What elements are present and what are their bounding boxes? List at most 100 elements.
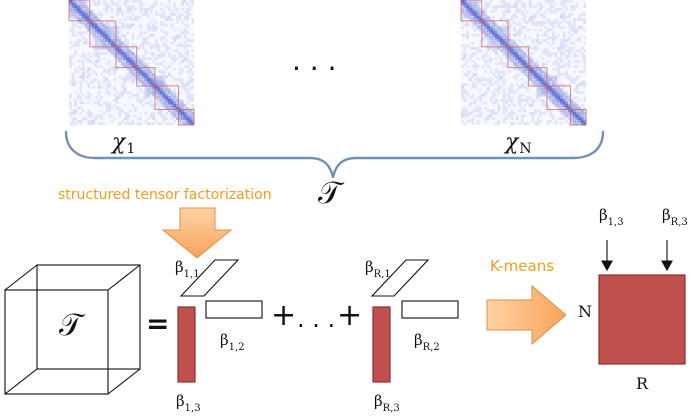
heatmap-cell (157, 98, 161, 102)
heatmap-cell (471, 75, 475, 79)
equals-sign: = (146, 307, 169, 340)
heatmap-cell (149, 122, 153, 126)
heatmap-cell (494, 98, 498, 102)
heatmap-cell (170, 75, 174, 79)
heatmap-cell (141, 13, 145, 16)
heatmap-cell (546, 109, 550, 113)
heatmap-cell (523, 26, 527, 29)
heatmap-cell (123, 75, 127, 79)
heatmap-cell (131, 62, 135, 66)
heatmap-cell (92, 62, 96, 66)
heatmap-cell (536, 80, 540, 84)
heatmap-cell (134, 0, 137, 3)
heatmap-cell (183, 111, 187, 115)
heatmap-cell (180, 114, 184, 118)
heatmap-cell (583, 49, 587, 53)
heatmap-cell (105, 85, 109, 89)
heatmap-cell (76, 44, 80, 48)
heatmap-cell (180, 85, 184, 89)
heatmap-cell (531, 15, 535, 19)
heatmap-cell (183, 36, 187, 40)
heatmap-cell (139, 67, 143, 71)
heatmap-cell (515, 44, 519, 48)
heatmap-cell (131, 67, 135, 71)
heatmap-cell (580, 114, 584, 118)
heatmap-cell (149, 111, 153, 115)
heatmap-cell (471, 46, 475, 50)
heatmap-cell (170, 62, 174, 66)
heatmap-cell (539, 80, 542, 84)
heatmap-cell (118, 18, 122, 22)
heatmap-cell (160, 88, 163, 92)
heatmap-cell (76, 93, 80, 97)
heatmap-cell (489, 111, 493, 115)
heatmap-cell (536, 67, 540, 71)
heatmap-cell (536, 78, 540, 81)
heatmap-cell (191, 2, 195, 6)
heatmap-cell (123, 33, 127, 37)
heatmap-cell (567, 15, 571, 19)
heatmap-cell (549, 96, 553, 100)
heatmap-cell (160, 109, 163, 113)
heatmap-cell (513, 46, 516, 50)
heatmap-cell (113, 44, 117, 48)
heatmap-cell (533, 98, 537, 102)
heatmap-cell (526, 20, 529, 24)
heatmap-cell (134, 75, 137, 79)
heatmap-cell (510, 18, 514, 22)
heatmap-cell (507, 91, 511, 94)
heatmap-cell (583, 65, 587, 68)
heatmap-cell (567, 114, 571, 118)
heatmap-cell (136, 62, 140, 66)
heatmap-cell (572, 70, 576, 74)
heatmap-cell (583, 5, 587, 9)
heatmap-cell (484, 119, 488, 123)
heatmap-cell (147, 78, 150, 81)
heatmap-cell (513, 52, 516, 55)
heatmap-cell (136, 67, 140, 71)
heatmap-cell (74, 122, 78, 126)
heatmap-cell (100, 109, 104, 113)
heatmap-cell (175, 36, 179, 40)
heatmap-cell (541, 57, 545, 61)
heatmap-cell (71, 23, 75, 27)
heatmap-cell (474, 10, 477, 14)
heatmap-cell (554, 36, 558, 40)
heatmap-cell (165, 67, 169, 71)
heatmap-cell (502, 106, 506, 110)
heatmap-cell (528, 111, 532, 115)
heatmap-cell (82, 15, 85, 19)
heatmap-cell (191, 119, 195, 123)
heatmap-cell (497, 33, 501, 37)
heatmap-cell (565, 15, 568, 19)
heatmap-cell (115, 65, 119, 68)
heatmap-cell (515, 83, 519, 87)
heatmap-cell (105, 26, 109, 29)
heatmap-cell (97, 39, 101, 42)
heatmap-cell (471, 96, 475, 100)
heatmap-cell (515, 54, 519, 58)
heatmap-cell (178, 117, 182, 120)
heatmap-cell (539, 78, 542, 81)
heatmap-cell (92, 52, 96, 55)
heatmap-cell (134, 70, 137, 74)
heatmap-cell (128, 70, 132, 74)
heatmap-cell (186, 39, 189, 42)
heatmap-cell (126, 46, 130, 50)
heatmap-cell (79, 13, 83, 16)
heatmap-cell (546, 59, 550, 63)
heatmap-cell (79, 33, 83, 37)
heatmap-cell (489, 78, 493, 81)
heatmap-cell (565, 70, 568, 74)
heatmap-cell (115, 7, 119, 11)
heatmap-cell (126, 72, 130, 76)
heatmap-cell (479, 80, 483, 84)
heatmap-cell (575, 75, 579, 79)
heatmap-cell (562, 93, 566, 97)
heatmap-cell (487, 59, 490, 63)
heatmap-cell (562, 41, 566, 45)
heatmap-cell (149, 93, 153, 97)
heatmap-cell (147, 88, 150, 92)
heatmap-cell (536, 62, 540, 66)
heatmap-cell (559, 13, 563, 16)
